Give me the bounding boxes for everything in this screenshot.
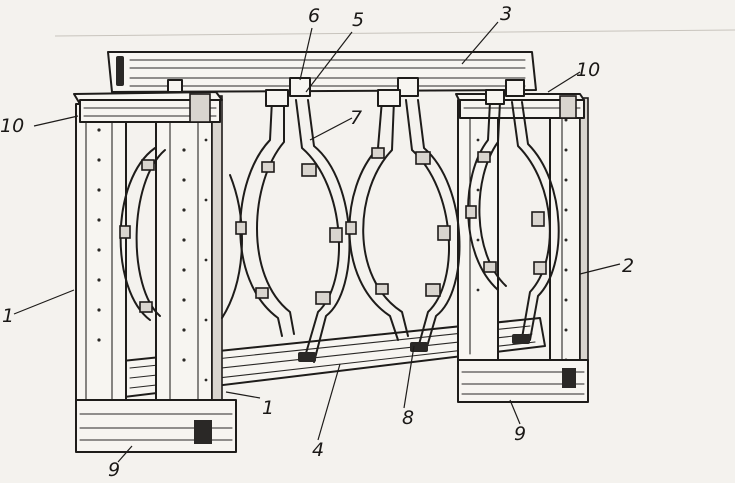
top-plate-right: [455, 93, 585, 119]
label-9-left: 9: [108, 459, 120, 481]
label-7: 7: [350, 107, 362, 129]
clamp-frame-center-right: [345, 99, 461, 352]
part-labels: 6 5 3 10 10 7 2 1 1 4 8 9 9: [0, 3, 634, 481]
base-left: [75, 399, 237, 453]
hanger-brackets: [167, 77, 525, 107]
left-column: [75, 95, 223, 409]
clamp-frame-center-left: [235, 99, 351, 363]
label-3: 3: [500, 3, 512, 25]
label-2: 2: [622, 255, 634, 277]
label-1-left: 1: [2, 305, 14, 327]
label-8: 8: [402, 407, 414, 429]
label-4: 4: [312, 439, 324, 461]
right-column: [457, 97, 589, 375]
label-10-right: 10: [576, 59, 600, 81]
top-plate-left: [73, 91, 223, 123]
label-5: 5: [352, 9, 364, 31]
label-1-bottom: 1: [262, 397, 274, 419]
leader-lines: [13, 21, 621, 463]
label-6: 6: [308, 5, 320, 27]
scan-artifact-line: [54, 29, 735, 37]
clamp-frame-right: [465, 101, 560, 344]
base-right: [457, 359, 589, 403]
label-10-left: 10: [0, 115, 24, 137]
label-9-right: 9: [514, 423, 526, 445]
